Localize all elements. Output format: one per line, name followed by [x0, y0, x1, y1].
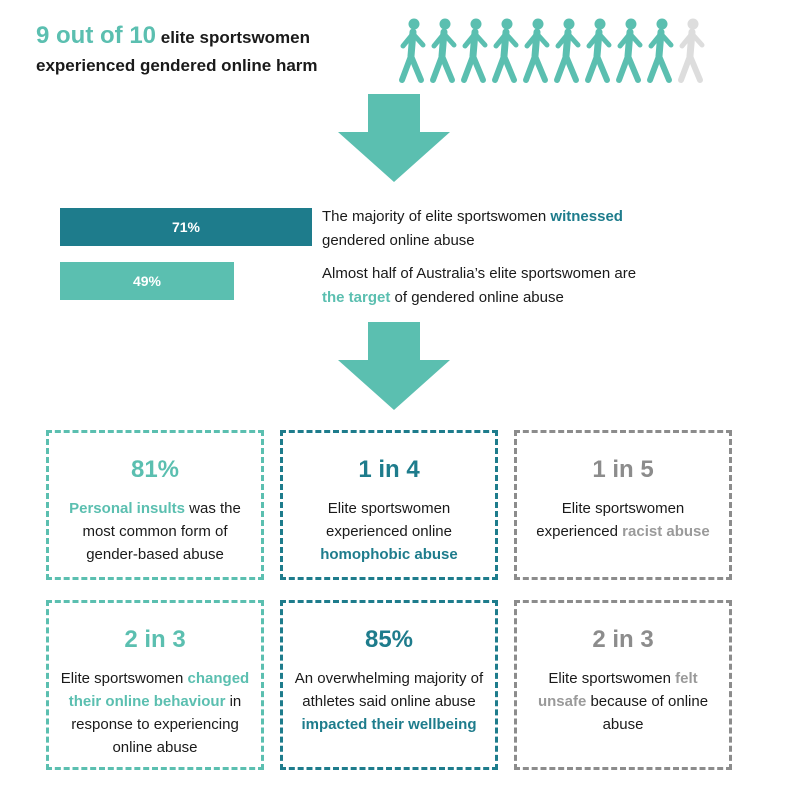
- stat-desc-post: because of online abuse: [586, 693, 709, 733]
- stat-value: 85%: [364, 626, 414, 653]
- headline: 9 out of 10 elite sportswomen experience…: [36, 22, 396, 80]
- stat-box-wellbeing: 85% An overwhelming majority of athletes…: [280, 600, 498, 770]
- stat-highlight: felt unsafe: [537, 670, 698, 710]
- stat-description: Elite sportswomen experienced racist abu…: [523, 497, 723, 543]
- stat-desc-pre: Elite sportswomen: [548, 670, 676, 687]
- stat-description: Personal insults was the most common for…: [55, 497, 255, 566]
- witnessed-text-post: gendered online abuse: [322, 232, 475, 249]
- walking-person-icon: [616, 18, 643, 83]
- stat-highlight: impacted their wellbeing: [301, 716, 477, 733]
- headline-line2: experienced gendered online harm: [36, 56, 318, 75]
- stat-box-homophobic: 1 in 4 Elite sportswomen experienced onl…: [280, 430, 498, 580]
- target-text: Almost half of Australia’s elite sportsw…: [322, 262, 762, 310]
- walking-person-icon: [461, 18, 488, 83]
- walking-person-icon: [399, 18, 426, 83]
- stat-desc-post: in response to experiencing online abuse: [71, 693, 242, 756]
- stat-desc-pre: Elite sportswomen experienced: [536, 500, 685, 540]
- stat-description: Elite sportswomen changed their online b…: [55, 667, 255, 759]
- stat-description: An overwhelming majority of athletes sai…: [289, 667, 489, 736]
- walking-person-icon: [430, 18, 457, 83]
- down-arrow-icon: [338, 94, 450, 182]
- stat-value: 81%: [130, 456, 180, 483]
- stat-box-personal-insults: 81% Personal insults was the most common…: [46, 430, 264, 580]
- stat-box-felt-unsafe: 2 in 3 Elite sportswomen felt unsafe bec…: [514, 600, 732, 770]
- target-bar: 49%: [60, 262, 234, 300]
- walking-person-icon: [554, 18, 581, 83]
- target-bar-label: 49%: [132, 273, 162, 289]
- walking-person-icon: [647, 18, 674, 83]
- witnessed-text-pre: The majority of elite sportswomen: [322, 208, 551, 225]
- witnessed-bar: 71%: [60, 208, 312, 246]
- target-text-highlight: the target: [322, 289, 391, 306]
- stat-value: 1 in 5: [592, 456, 654, 483]
- witnessed-bar-label: 71%: [171, 219, 201, 235]
- witnessed-text-highlight: witnessed: [550, 208, 623, 225]
- stat-value: 2 in 3: [124, 626, 186, 653]
- down-arrow-icon: [338, 322, 450, 410]
- target-text-pre: Almost half of Australia’s elite sportsw…: [322, 265, 637, 282]
- stat-highlight: homophobic abuse: [320, 546, 458, 563]
- stat-box-racist: 1 in 5 Elite sportswomen experienced rac…: [514, 430, 732, 580]
- stat-desc-pre: Elite sportswomen experienced online: [326, 500, 452, 540]
- stat-highlight: changed their online behaviour: [68, 670, 250, 710]
- walking-person-icon: [492, 18, 519, 83]
- headline-stat: 9 out of 10: [36, 22, 157, 49]
- stat-desc-pre: An overwhelming majority of athletes sai…: [294, 670, 484, 710]
- stat-desc-pre: Elite sportswomen: [60, 670, 188, 687]
- walkers-row: [399, 18, 705, 83]
- walking-person-icon: [523, 18, 550, 83]
- stat-highlight: racist abuse: [622, 523, 710, 540]
- target-text-post: of gendered online abuse: [390, 289, 564, 306]
- walking-person-icon: [585, 18, 612, 83]
- stat-value: 2 in 3: [592, 626, 654, 653]
- witnessed-text: The majority of elite sportswomen witnes…: [322, 205, 762, 253]
- walking-person-icon: [678, 18, 705, 83]
- stat-description: Elite sportswomen felt unsafe because of…: [523, 667, 723, 736]
- stat-value: 1 in 4: [358, 456, 420, 483]
- stat-desc-post: was the most common form of gender-based…: [82, 500, 241, 563]
- stat-description: Elite sportswomen experienced online hom…: [289, 497, 489, 566]
- headline-line1: elite sportswomen: [160, 28, 311, 47]
- stat-highlight: Personal insults: [69, 500, 185, 517]
- stat-box-changed-behaviour: 2 in 3 Elite sportswomen changed their o…: [46, 600, 264, 770]
